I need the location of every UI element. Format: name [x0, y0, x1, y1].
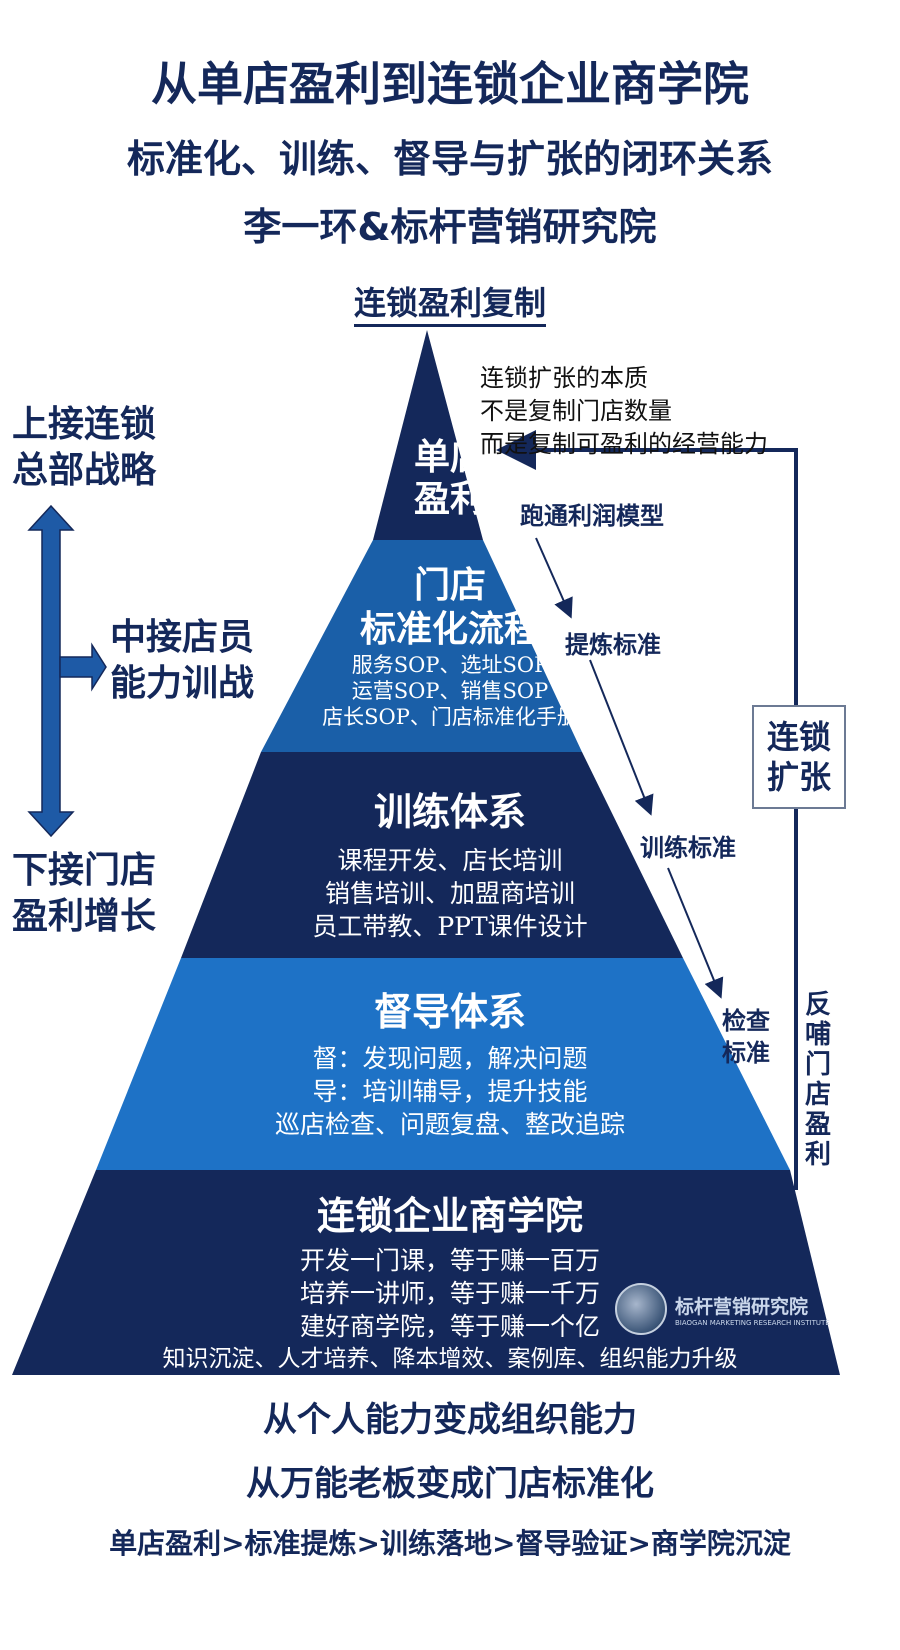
tier-line: 知识沉淀、人才培养、降本增效、案例库、组织能力升级	[162, 1346, 738, 1372]
expansion-essence-note: 连锁扩张的本质 不是复制门店数量 而是复制可盈利的经营能力	[480, 364, 768, 458]
left-label-top: 上接连锁 总部战略	[12, 404, 157, 491]
tier-supervision: 督导体系 督：发现问题，解决问题 导：培训辅导，提升技能 巡店检查、问题复盘、整…	[0, 988, 900, 1141]
author-line: 李一环&标杆营销研究院	[243, 205, 657, 249]
tier-line: 开发一门课，等于赚一百万	[299, 1246, 600, 1275]
flow-arrows	[535, 537, 724, 999]
tier-4-band	[96, 958, 790, 1170]
tier-training: 训练体系 课程开发、店长培训 销售培训、加盟商培训 员工带教、PPT课件设计	[0, 788, 900, 943]
tier-line: 课程开发、店长培训	[337, 846, 563, 875]
feedback-store-profit-label: 反 哺 门 店 盈 利	[803, 990, 833, 1170]
tier-line: 运营SOP、销售SOP	[351, 679, 549, 703]
flow-label-profit-model: 跑通利润模型	[520, 502, 664, 530]
tier-standardization: 门店 标准化流程 服务SOP、选址SOP 运营SOP、销售SOP 店长SOP、门…	[0, 564, 900, 730]
flow-label-extract-standard: 提炼标准	[565, 631, 661, 659]
tier-line: 销售培训、加盟商培训	[324, 879, 575, 908]
footer-line-1: 从个人能力变成组织能力	[263, 1400, 637, 1440]
tier-line: 导：培训辅导，提升技能	[312, 1077, 588, 1106]
tier-line: 培养一讲师，等于赚一千万	[299, 1279, 600, 1308]
tier-heading: 训练体系	[373, 790, 526, 834]
feedback-loop-line	[496, 430, 798, 1190]
tier-heading: 单店	[413, 437, 486, 478]
logo-emblem-icon	[615, 1283, 667, 1335]
footer-process-chain: 单店盈利>标准提炼>训练落地>督导验证>商学院沉淀	[109, 1527, 791, 1560]
tier-3-band	[181, 752, 683, 958]
tier-heading: 盈利	[413, 479, 486, 520]
chain-expansion-box: 连锁 扩张	[752, 705, 846, 809]
tier-line: 巡店检查、问题复盘、整改追踪	[274, 1110, 625, 1139]
tier-line: 员工带教、PPT课件设计	[312, 912, 588, 941]
tier-heading: 督导体系	[373, 990, 526, 1034]
left-label-bottom: 下接门店 盈利增长	[12, 850, 157, 937]
tier-single-store: 单店 盈利	[0, 437, 900, 521]
tier-heading: 门店	[413, 565, 486, 606]
logo-english: BIAOGAN MARKETING RESEARCH INSTITUTE	[675, 1318, 830, 1327]
tier-line: 店长SOP、门店标准化手册	[322, 705, 578, 729]
tier-line: 督：发现问题，解决问题	[312, 1044, 588, 1073]
tier-line: 服务SOP、选址SOP	[351, 653, 549, 677]
left-label-middle: 中接店员 能力训战	[110, 617, 255, 704]
logo-name: 标杆营销研究院	[675, 1295, 809, 1318]
left-double-arrow	[27, 504, 107, 838]
tier-line: 建好商学院，等于赚一个亿	[299, 1312, 600, 1341]
page-title: 从单店盈利到连锁企业商学院	[151, 57, 749, 111]
flow-label-training-standard: 训练标准	[640, 834, 736, 862]
tier-heading: 连锁企业商学院	[316, 1194, 583, 1238]
tier-2-band	[261, 540, 582, 752]
flow-label-inspection-standard: 检查 标准	[722, 1007, 770, 1067]
tier-heading: 标准化流程	[359, 609, 540, 650]
page-subtitle: 标准化、训练、督导与扩张的闭环关系	[126, 137, 773, 181]
tier-1-band	[373, 330, 483, 540]
apex-label: 连锁盈利复制	[0, 278, 900, 327]
footer-line-2: 从万能老板变成门店标准化	[246, 1464, 654, 1504]
tier-business-school: 连锁企业商学院 开发一门课，等于赚一百万 培养一讲师，等于赚一千万 建好商学院，…	[0, 1192, 900, 1376]
institute-logo: 标杆营销研究院 BIAOGAN MARKETING RESEARCH INSTI…	[615, 1283, 830, 1335]
